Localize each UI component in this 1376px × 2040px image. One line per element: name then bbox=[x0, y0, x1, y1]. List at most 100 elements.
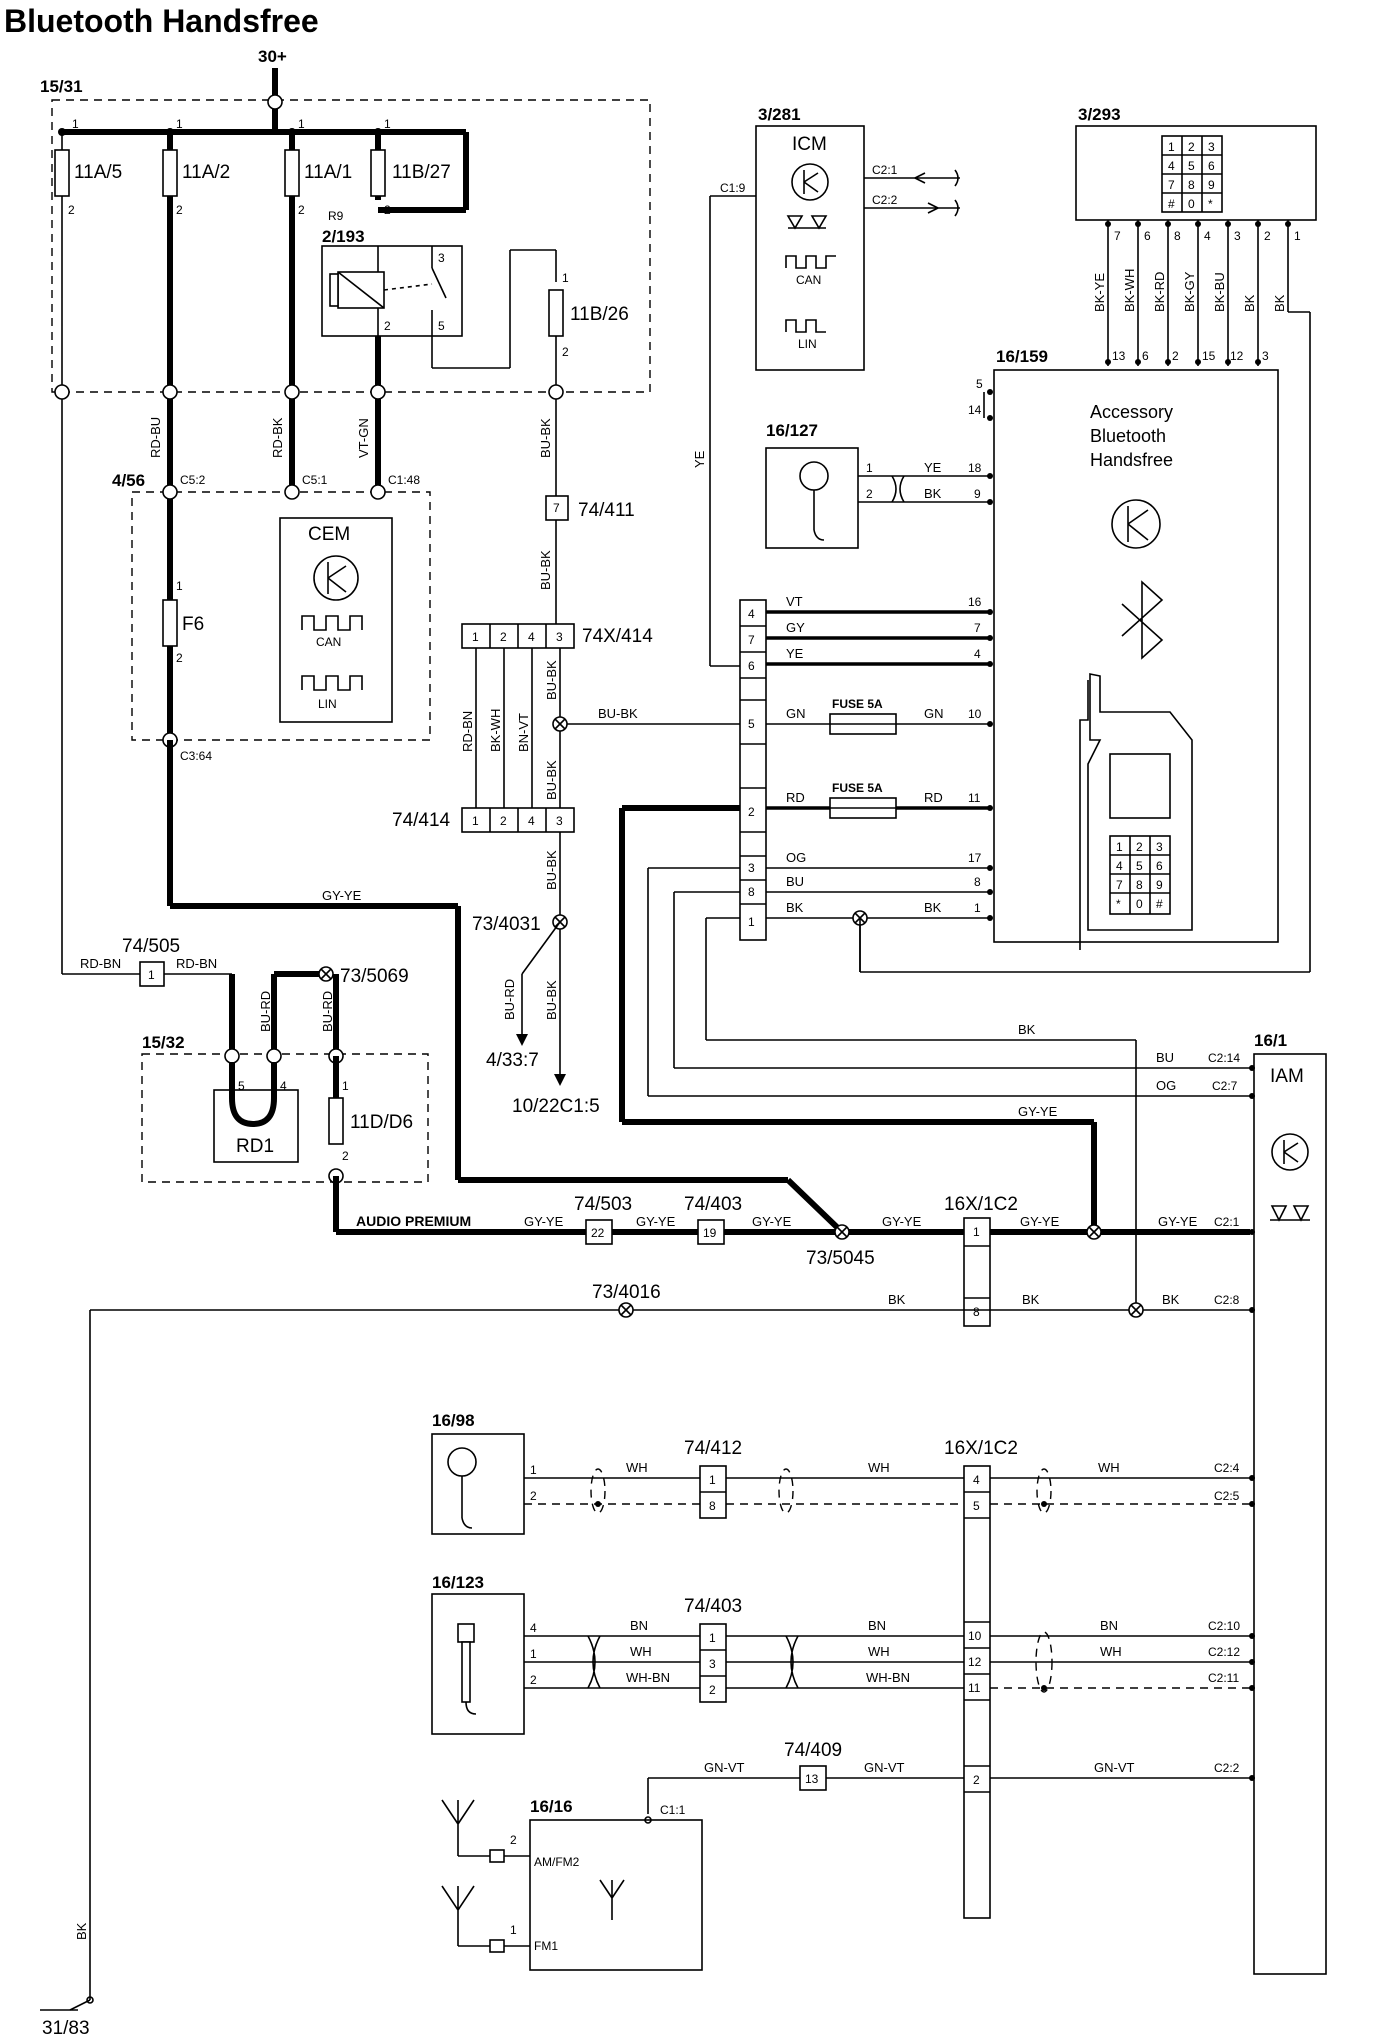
antenna-ref: 16/16 bbox=[530, 1797, 573, 1816]
svg-text:BU-BK: BU-BK bbox=[544, 850, 559, 890]
icm-c1-9: C1:9 bbox=[720, 181, 746, 195]
svg-text:BK: BK bbox=[1162, 1292, 1180, 1307]
svg-text:BK: BK bbox=[1272, 294, 1287, 312]
svg-text:12: 12 bbox=[968, 1655, 982, 1669]
svg-text:1: 1 bbox=[72, 117, 79, 131]
svg-text:5: 5 bbox=[1188, 159, 1195, 173]
svg-text:GN-VT: GN-VT bbox=[704, 1760, 745, 1775]
svg-text:4: 4 bbox=[1204, 229, 1211, 243]
svg-text:3: 3 bbox=[438, 251, 445, 265]
conn-c1-48: C1:48 bbox=[388, 473, 420, 487]
am-fm2-label: AM/FM2 bbox=[534, 1855, 580, 1869]
svg-text:GY-YE: GY-YE bbox=[1018, 1104, 1058, 1119]
svg-text:4: 4 bbox=[528, 630, 535, 644]
iam-pin-c2-11: C2:11 bbox=[1208, 1671, 1239, 1685]
svg-text:1: 1 bbox=[510, 1923, 517, 1937]
junction-74-412: 74/412 bbox=[684, 1438, 742, 1459]
relay-name: R9 bbox=[328, 209, 344, 223]
svg-text:7: 7 bbox=[553, 501, 560, 515]
svg-text:BU: BU bbox=[1156, 1050, 1174, 1065]
svg-text:2: 2 bbox=[298, 203, 305, 217]
svg-text:2: 2 bbox=[1172, 349, 1179, 363]
keypad-ref: 3/293 bbox=[1078, 105, 1121, 124]
svg-text:2: 2 bbox=[748, 805, 755, 819]
iam-name: IAM bbox=[1270, 1066, 1304, 1087]
svg-text:2: 2 bbox=[1188, 140, 1195, 154]
svg-text:GN: GN bbox=[924, 706, 944, 721]
svg-text:BK: BK bbox=[74, 1922, 89, 1940]
fuse-5a-rd: FUSE 5A bbox=[832, 781, 883, 795]
mic-ref: 16/127 bbox=[766, 421, 818, 440]
svg-text:3: 3 bbox=[709, 1657, 716, 1671]
svg-text:BU-RD: BU-RD bbox=[258, 991, 273, 1032]
cem-lin-label: LIN bbox=[318, 697, 337, 711]
svg-text:3: 3 bbox=[1262, 349, 1269, 363]
icm-ref: 3/281 bbox=[758, 105, 801, 124]
cem-can-label: CAN bbox=[316, 635, 341, 649]
svg-text:WH: WH bbox=[868, 1460, 890, 1475]
iam-pin-c2-4: C2:4 bbox=[1214, 1461, 1240, 1475]
svg-text:BU-BK: BU-BK bbox=[544, 980, 559, 1020]
svg-text:1: 1 bbox=[709, 1473, 716, 1487]
svg-text:19: 19 bbox=[703, 1226, 717, 1240]
junction-74-409: 74/409 bbox=[784, 1740, 842, 1761]
svg-text:WH-BN: WH-BN bbox=[866, 1670, 910, 1685]
svg-text:BN-VT: BN-VT bbox=[516, 713, 531, 752]
svg-text:7: 7 bbox=[748, 633, 755, 647]
iam-pin-c2-14: C2:14 bbox=[1208, 1051, 1240, 1065]
svg-text:RD-BN: RD-BN bbox=[80, 956, 121, 971]
iam-pin-c2-2: C2:2 bbox=[1214, 1761, 1240, 1775]
svg-text:4: 4 bbox=[1116, 859, 1123, 873]
svg-text:BU-RD: BU-RD bbox=[320, 991, 335, 1032]
svg-text:6: 6 bbox=[1144, 229, 1151, 243]
svg-text:2: 2 bbox=[530, 1489, 537, 1503]
svg-text:1: 1 bbox=[176, 579, 183, 593]
f6-label: F6 bbox=[182, 614, 204, 635]
fuse-11b-27-label: 11B/27 bbox=[392, 162, 451, 183]
junction-16x-1c2-b: 16X/1C2 bbox=[944, 1438, 1018, 1459]
svg-text:8: 8 bbox=[974, 875, 981, 889]
icm-c2-1: C2:1 bbox=[872, 163, 898, 177]
svg-text:6: 6 bbox=[1156, 859, 1163, 873]
svg-text:5: 5 bbox=[438, 319, 445, 333]
svg-text:BN: BN bbox=[868, 1618, 886, 1633]
svg-text:4: 4 bbox=[748, 607, 755, 621]
jack-16-123: 16/123 412 BN WH WH-BN 74/403 1 3 2 BN W… bbox=[431, 1573, 1255, 1735]
svg-text:2: 2 bbox=[384, 203, 391, 217]
svg-text:22: 22 bbox=[591, 1226, 605, 1240]
inline-connector-block: 4 7 6 5 2 3 8 1 VT 16 GY 7 YE 4 FUSE 5A … bbox=[619, 594, 1250, 1306]
svg-text:2: 2 bbox=[866, 487, 873, 501]
svg-text:BK: BK bbox=[1242, 294, 1257, 312]
svg-text:3: 3 bbox=[748, 861, 755, 875]
svg-text:RD-BN: RD-BN bbox=[460, 711, 475, 752]
svg-text:GY-YE: GY-YE bbox=[1158, 1214, 1198, 1229]
icm-c2-2: C2:2 bbox=[872, 193, 898, 207]
svg-text:VT: VT bbox=[786, 594, 803, 609]
audio-premium-row: AUDIO PREMIUM GY-YE 22 74/503 GY-YE 19 7… bbox=[336, 1194, 1250, 1269]
svg-text:BK-BU: BK-BU bbox=[1212, 272, 1227, 312]
svg-text:BU-BK: BU-BK bbox=[544, 760, 559, 800]
dest-4-33-7: 4/33:7 bbox=[486, 1050, 539, 1071]
svg-text:0: 0 bbox=[1136, 897, 1143, 911]
svg-text:2: 2 bbox=[1264, 229, 1271, 243]
svg-text:8: 8 bbox=[709, 1499, 716, 1513]
svg-text:3: 3 bbox=[1208, 140, 1215, 154]
svg-text:14: 14 bbox=[968, 403, 982, 417]
svg-text:GY-YE: GY-YE bbox=[752, 1214, 792, 1229]
fuse-5a-gn: FUSE 5A bbox=[832, 697, 883, 711]
svg-text:BN: BN bbox=[630, 1618, 648, 1633]
cem-name: CEM bbox=[308, 524, 350, 545]
svg-text:BK: BK bbox=[1022, 1292, 1040, 1307]
svg-text:0: 0 bbox=[1188, 197, 1195, 211]
junction-74-505: 74/505 bbox=[122, 936, 180, 957]
iam-pin-c2-7: C2:7 bbox=[1212, 1079, 1238, 1093]
svg-text:BK-WH: BK-WH bbox=[1122, 269, 1137, 312]
svg-text:#: # bbox=[1168, 197, 1175, 211]
svg-text:11: 11 bbox=[968, 1681, 981, 1695]
fuse-box-15-31: 15/31 1 1 1 1 11A/5 2 11A/2 2 11A/1 2 11 bbox=[40, 68, 651, 400]
svg-text:BU-BK: BU-BK bbox=[544, 660, 559, 700]
junction-74-503: 74/503 bbox=[574, 1194, 632, 1215]
